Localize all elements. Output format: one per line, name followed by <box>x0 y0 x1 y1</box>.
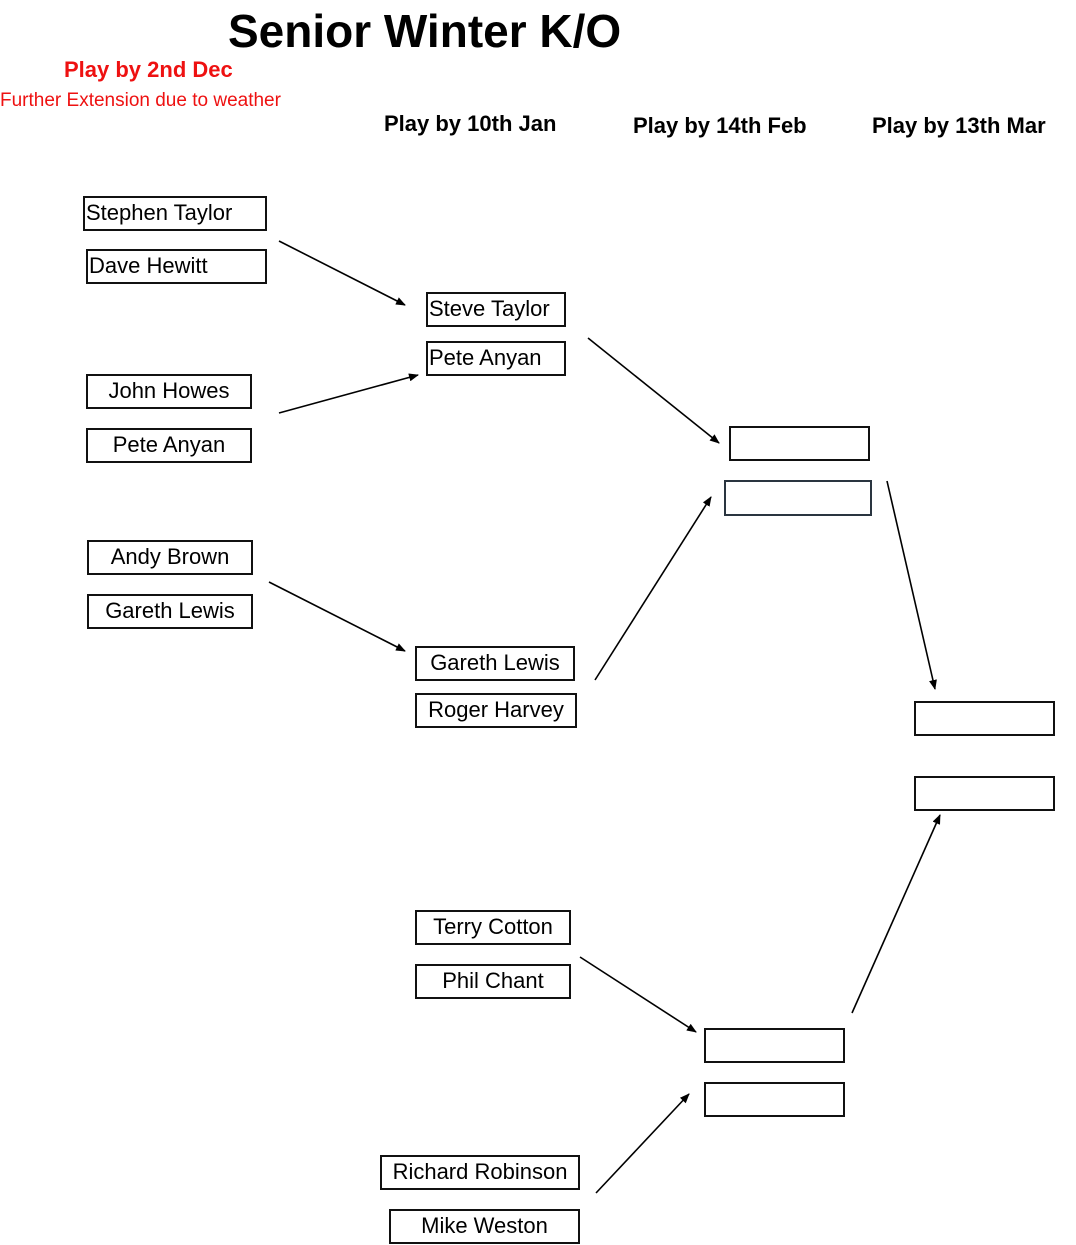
advance-arrow <box>595 1093 690 1194</box>
round-heading-feb: Play by 14th Feb <box>633 113 807 138</box>
advance-arrow <box>587 337 720 444</box>
player-box: Gareth Lewis <box>415 646 575 681</box>
round-heading-mar: Play by 13th Mar <box>872 113 1046 138</box>
player-box: Phil Chant <box>415 964 571 999</box>
empty-slot-box <box>724 480 872 516</box>
empty-slot-box <box>914 701 1055 736</box>
player-box: Pete Anyan <box>86 428 252 463</box>
round-heading-jan: Play by 10th Jan <box>384 111 557 136</box>
player-box: Gareth Lewis <box>87 594 253 629</box>
page-title: Senior Winter K/O <box>228 5 622 57</box>
round1-deadline: Play by 2nd Dec <box>64 57 233 82</box>
player-box: Terry Cotton <box>415 910 571 945</box>
empty-slot-box <box>914 776 1055 811</box>
empty-slot-box <box>704 1082 845 1117</box>
player-box: Mike Weston <box>389 1209 580 1244</box>
extension-note: Further Extension due to weather <box>0 90 281 111</box>
advance-arrow <box>579 956 697 1033</box>
advance-arrow <box>278 240 406 306</box>
empty-slot-box <box>729 426 870 461</box>
player-box: Roger Harvey <box>415 693 577 728</box>
player-box: Pete Anyan <box>426 341 566 376</box>
advance-arrow <box>278 373 419 414</box>
advance-arrow <box>594 496 712 681</box>
advance-arrow <box>851 814 941 1014</box>
player-box: Steve Taylor <box>426 292 566 327</box>
player-box: John Howes <box>86 374 252 409</box>
player-box: Richard Robinson <box>380 1155 580 1190</box>
advance-arrow <box>268 581 406 652</box>
empty-slot-box <box>704 1028 845 1063</box>
player-box: Andy Brown <box>87 540 253 575</box>
advance-arrow <box>886 480 937 690</box>
player-box: Stephen Taylor <box>83 196 267 231</box>
player-box: Dave Hewitt <box>86 249 267 284</box>
